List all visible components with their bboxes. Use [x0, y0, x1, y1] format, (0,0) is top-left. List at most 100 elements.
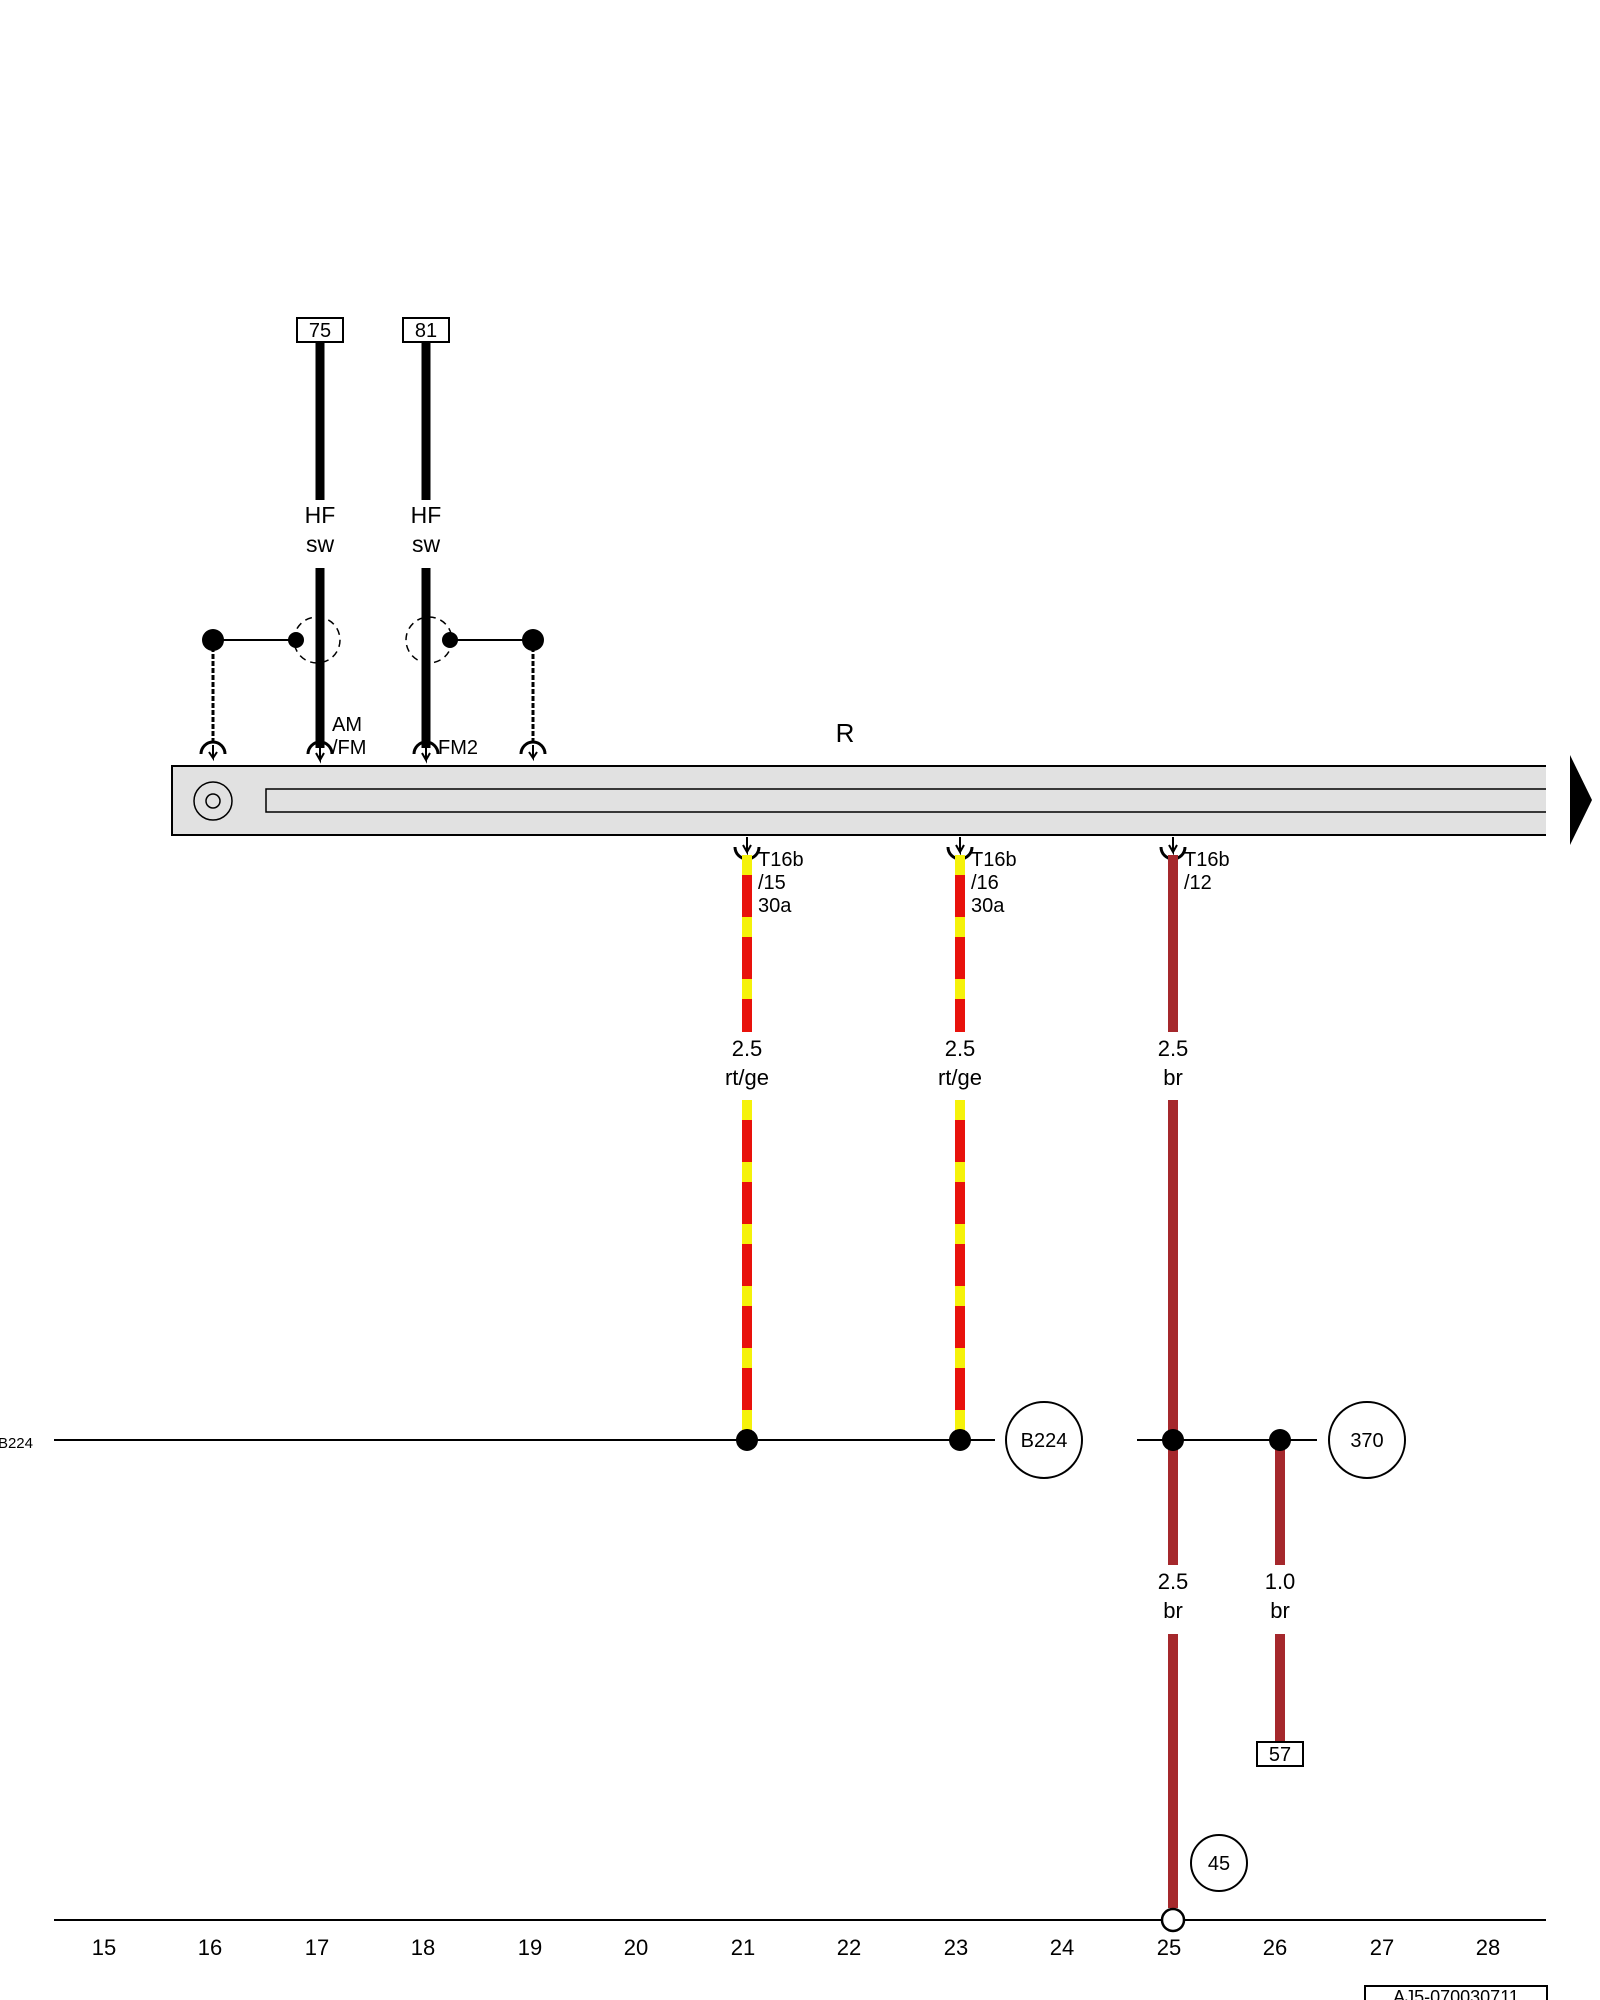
connector-symbol-17 [306, 740, 334, 764]
antenna-socket-icon [193, 781, 233, 821]
wire-stripe [742, 1410, 752, 1430]
pin-t16b-15-line1: T16b [758, 849, 804, 871]
wire-stripe [955, 1368, 965, 1410]
connector-symbol-18 [412, 740, 440, 764]
pin-label-am: AM [332, 714, 362, 736]
axis-label: 27 [1370, 1935, 1394, 1960]
wire-stripe [742, 1368, 752, 1410]
ref-circle-370[interactable] [1328, 1401, 1406, 1479]
axis-label: 24 [1050, 1935, 1074, 1960]
connector-symbol-19 [519, 740, 547, 762]
ref-box-57-label: 57 [1269, 1744, 1291, 1766]
wire-stripe [955, 1306, 965, 1348]
doc-id: AJ5-070030711 [1393, 1987, 1519, 2000]
pin-label-fm: /FM [332, 737, 366, 759]
ref-box-57[interactable] [1256, 1741, 1304, 1767]
pin-t16b-16-line3: 30a [971, 895, 1005, 917]
hf-wire-2-color: sw [412, 531, 441, 557]
pin-t16b-15-line3: 30a [758, 895, 792, 917]
wire-stripe [955, 855, 965, 875]
axis-label: 21 [731, 1935, 755, 1960]
wire-stripe [742, 917, 752, 937]
ref-box-75-label: 75 [309, 320, 331, 342]
wire-stripe [742, 1182, 752, 1224]
wire-stripe [742, 1306, 752, 1348]
junction-26 [1269, 1429, 1291, 1451]
wire-stripe [955, 1100, 965, 1120]
hf-wire-1-color: sw [306, 531, 335, 557]
wire-stripe [955, 1286, 965, 1306]
wire-stripe [955, 937, 965, 979]
wire-26-color: br [1270, 1598, 1290, 1623]
axis-label: 25 [1157, 1935, 1181, 1960]
axis-label: 19 [518, 1935, 542, 1960]
wire-stripe [742, 1100, 752, 1120]
wire-21-lower[interactable] [742, 1100, 752, 1440]
wire-stripe [742, 1162, 752, 1182]
component-label-r: R [836, 718, 855, 748]
axis-label: 17 [305, 1935, 329, 1960]
wire-stripe [742, 1120, 752, 1162]
junction-23 [949, 1429, 971, 1451]
pin-label-fm2: FM2 [438, 737, 478, 759]
wire-stripe [742, 1286, 752, 1306]
wire-stripe [955, 1244, 965, 1286]
wire-stripe [955, 1120, 965, 1162]
shield-left [202, 616, 341, 745]
wire-25-size: 2.5 [1158, 1036, 1189, 1061]
ground-point-45[interactable] [1190, 1834, 1248, 1892]
connector-symbol-16 [199, 740, 227, 762]
wire-stripe [955, 875, 965, 917]
wire-26-size: 1.0 [1265, 1569, 1296, 1594]
wire-23-color: rt/ge [938, 1065, 982, 1090]
axis-label: 22 [837, 1935, 861, 1960]
axis-label: 18 [411, 1935, 435, 1960]
wire-25-lower-color: br [1163, 1598, 1183, 1623]
axis-label: 26 [1263, 1935, 1287, 1960]
wire-25-lower-size: 2.5 [1158, 1569, 1189, 1594]
wire-stripe [742, 979, 752, 999]
doc-id-box [1364, 1985, 1548, 2000]
pin-t16b-15-line2: /15 [758, 872, 786, 894]
wire-stripe [742, 1244, 752, 1286]
wire-stripe [742, 1224, 752, 1244]
ref-circle-b224[interactable] [1005, 1401, 1083, 1479]
wire-23-upper[interactable] [955, 855, 965, 1032]
pin-t16b-12-line1: T16b [1184, 849, 1230, 871]
pin-t16b-16-line2: /16 [971, 872, 999, 894]
wire-21-size: 2.5 [732, 1036, 763, 1061]
wire-stripe [955, 999, 965, 1032]
hf-wire-1-type: HF [305, 502, 336, 528]
axis-labels: 15 16 17 18 19 20 21 22 23 24 25 26 27 2… [92, 1935, 1500, 1960]
wire-stripe [742, 999, 752, 1032]
wire-stripe [742, 1348, 752, 1368]
wire-25-color: br [1163, 1065, 1183, 1090]
junction-25 [1162, 1429, 1184, 1451]
ground-point-45-label: 45 [1208, 1853, 1230, 1875]
wire-stripe [955, 1410, 965, 1430]
left-edge-ref: B224 [0, 1435, 33, 1452]
wire-stripe [742, 875, 752, 917]
pin-t16b-16-line1: T16b [971, 849, 1017, 871]
ground-connection-node [1160, 1907, 1186, 1933]
wire-stripe [742, 855, 752, 875]
wire-stripe [955, 917, 965, 937]
pin-t16b-12-line2: /12 [1184, 872, 1212, 894]
hf-wire-2-type: HF [411, 502, 442, 528]
wire-stripe [955, 1224, 965, 1244]
axis-label: 20 [624, 1935, 648, 1960]
radio-component-r[interactable] [171, 755, 1592, 845]
wire-23-size: 2.5 [945, 1036, 976, 1061]
ref-circle-b224-label: B224 [1021, 1430, 1068, 1452]
wire-21-upper[interactable] [742, 855, 752, 1032]
wire-stripe [955, 1182, 965, 1224]
wire-stripe [955, 1162, 965, 1182]
axis-label: 15 [92, 1935, 116, 1960]
wire-stripe [955, 979, 965, 999]
axis-label: 23 [944, 1935, 968, 1960]
ref-box-81-label: 81 [415, 320, 437, 342]
wire-21-color: rt/ge [725, 1065, 769, 1090]
wire-23-lower[interactable] [955, 1100, 965, 1440]
junction-21 [736, 1429, 758, 1451]
